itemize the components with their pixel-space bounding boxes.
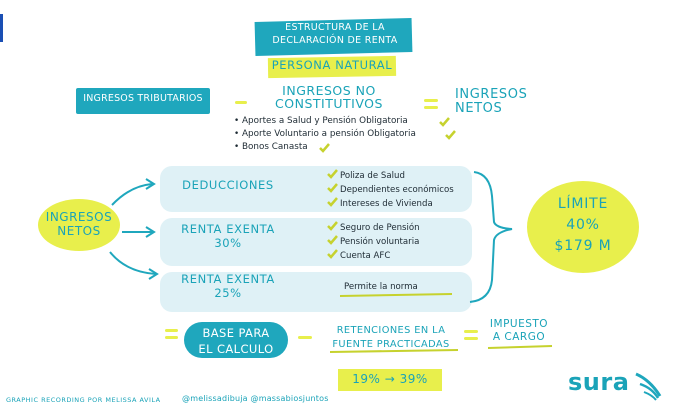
ret-line-2: FUENTE PRACTICADAS bbox=[332, 339, 450, 350]
sura-logo-icon bbox=[643, 391, 657, 401]
imp-line-1: IMPUESTO bbox=[489, 318, 549, 330]
no-const-item-2: Aporte Voluntario a pensión Obligatoria bbox=[242, 129, 416, 139]
check-icon bbox=[439, 117, 450, 127]
left-node-line-1: INGRESOS bbox=[45, 210, 113, 224]
renta-exenta-30-band bbox=[160, 218, 472, 266]
no-constitutivos-line-1: INGRESOS NO bbox=[282, 83, 376, 98]
minus-sign-bottom bbox=[298, 336, 312, 339]
arrow-head-1 bbox=[145, 178, 156, 190]
ret-line-1: RETENCIONES EN LA bbox=[336, 325, 446, 336]
deducciones-label: DEDUCCIONES bbox=[182, 178, 274, 192]
minus-sign-top bbox=[235, 101, 247, 104]
check-icon bbox=[327, 183, 338, 193]
list-item: • Bonos Canasta bbox=[234, 142, 308, 152]
arrow-to-deducciones bbox=[111, 183, 153, 206]
netos-top-line-2: NETOS bbox=[455, 101, 503, 116]
ingresos-tributarios-box bbox=[76, 88, 210, 114]
renta-exenta-25-band bbox=[160, 272, 472, 312]
base-line-2: EL CALCULO bbox=[198, 342, 274, 356]
renta-30-item-1: Seguro de Pensión bbox=[340, 223, 420, 233]
deduccion-item-2: Dependientes económicos bbox=[340, 185, 454, 195]
renta-exenta-30-label: RENTA EXENTA 30% bbox=[168, 222, 288, 250]
underline-stroke bbox=[339, 293, 453, 297]
title-line-1: ESTRUCTURA DE LA bbox=[285, 22, 385, 33]
netos-top-line-1: INGRESOS bbox=[455, 87, 528, 102]
arrow-head-3 bbox=[148, 268, 159, 280]
retenciones-underline bbox=[329, 349, 459, 353]
check-icon bbox=[327, 235, 338, 245]
renta-30-line-1: RENTA EXENTA bbox=[181, 222, 275, 236]
deduccion-item-1: Poliza de Salud bbox=[340, 171, 405, 181]
renta-25-line-2: 25% bbox=[214, 286, 242, 300]
equals-sign-bottom-a bbox=[165, 329, 178, 332]
deducciones-band bbox=[160, 166, 472, 212]
limite-line-2: 40% bbox=[566, 217, 600, 233]
arrow-head-2 bbox=[145, 226, 156, 238]
no-const-item-1: Aportes a Salud y Pensión Obligatoria bbox=[242, 116, 408, 126]
no-constitutivos-label: INGRESOS NO CONSTITUTIVOS bbox=[264, 84, 394, 110]
limite-label: LÍMITE 40% $179 M bbox=[527, 194, 639, 257]
imp-line-2: A CARGO bbox=[492, 331, 546, 343]
ingresos-netos-top-label: INGRESOS NETOS bbox=[455, 87, 528, 116]
equals-sign-top-a bbox=[424, 99, 438, 102]
left-node-line-2: NETOS bbox=[57, 224, 101, 238]
base-calculo-box bbox=[184, 322, 288, 358]
check-icon bbox=[327, 197, 338, 207]
limit-bracket bbox=[469, 171, 513, 303]
impuesto-underline bbox=[487, 345, 553, 349]
no-const-item-3: Bonos Canasta bbox=[242, 142, 308, 152]
limite-line-3: $179 M bbox=[554, 238, 612, 254]
check-icon bbox=[327, 249, 338, 259]
check-icon bbox=[319, 143, 330, 153]
credit-text: GRAPHIC RECORDING POR MELISSA AVILA bbox=[6, 396, 161, 404]
retenciones-label: RETENCIONES EN LA FUENTE PRACTICADAS bbox=[322, 324, 460, 352]
equals-sign-bottom2-a bbox=[464, 330, 478, 333]
renta-30-line-2: 30% bbox=[214, 236, 242, 250]
renta-25-line-1: RENTA EXENTA bbox=[181, 272, 275, 286]
title-line-2: DECLARACIÓN DE RENTA bbox=[272, 35, 398, 46]
ingresos-netos-label: INGRESOS NETOS bbox=[38, 210, 120, 238]
page-title: ESTRUCTURA DE LA DECLARACIÓN DE RENTA bbox=[257, 21, 413, 47]
renta-25-item-1: Permite la norma bbox=[344, 282, 418, 292]
percent-range-highlight bbox=[338, 369, 442, 391]
left-edge-tab bbox=[0, 14, 3, 42]
equals-sign-top-b bbox=[424, 106, 438, 109]
social-handles: @melissadibuja @massabiosjuntos bbox=[182, 394, 329, 403]
renta-30-item-2: Pensión voluntaria bbox=[340, 237, 420, 247]
check-icon bbox=[327, 169, 338, 179]
limite-oval bbox=[527, 181, 639, 273]
check-icon bbox=[327, 221, 338, 231]
ingresos-tributarios-label: INGRESOS TRIBUTARIOS bbox=[83, 93, 203, 104]
arrow-to-renta-25 bbox=[109, 251, 157, 275]
sura-logo-icon bbox=[635, 372, 662, 397]
no-constitutivos-line-2: CONSTITUTIVOS bbox=[275, 96, 383, 111]
base-calculo-label: BASE PARA EL CALCULO bbox=[184, 322, 288, 357]
equals-sign-bottom-b bbox=[165, 336, 178, 339]
list-item: • Aportes a Salud y Pensión Obligatoria bbox=[234, 116, 408, 126]
deduccion-item-3: Intereses de Vivienda bbox=[340, 199, 433, 209]
page-subtitle: PERSONA NATURAL bbox=[271, 58, 393, 72]
check-icon bbox=[445, 130, 456, 140]
sura-logo-icon bbox=[639, 382, 660, 399]
base-line-1: BASE PARA bbox=[202, 326, 270, 340]
percent-range: 19% → 39% bbox=[352, 372, 428, 386]
list-item: • Aporte Voluntario a pensión Obligatori… bbox=[234, 129, 416, 139]
renta-30-item-3: Cuenta AFC bbox=[340, 251, 391, 261]
renta-exenta-25-label: RENTA EXENTA 25% bbox=[168, 272, 288, 300]
sura-logo-text: sura bbox=[568, 368, 630, 396]
ingresos-netos-oval bbox=[38, 199, 120, 251]
impuesto-label: IMPUESTO A CARGO bbox=[484, 318, 554, 344]
limite-line-1: LÍMITE bbox=[557, 196, 609, 212]
equals-sign-bottom2-b bbox=[464, 337, 478, 340]
